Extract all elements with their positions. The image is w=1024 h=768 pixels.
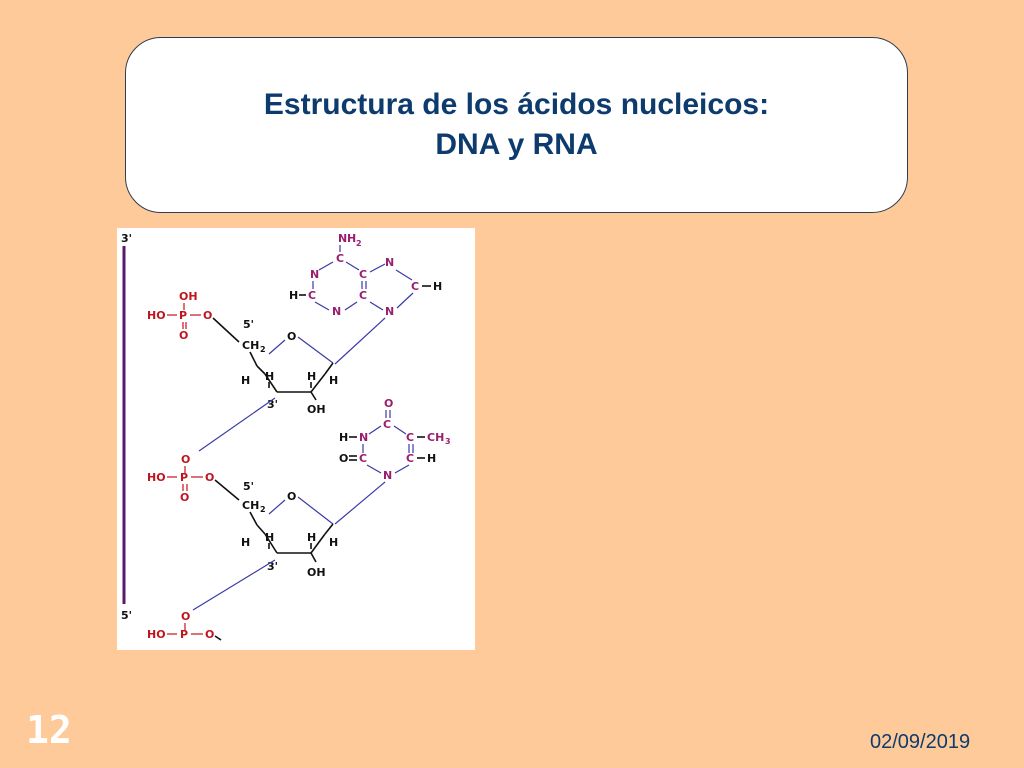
sugar2-three-prime: 3' xyxy=(267,560,278,573)
adenine-c-right: C xyxy=(411,280,419,293)
thymine-h-right: H xyxy=(427,452,436,465)
phosphate2-p: P xyxy=(180,471,188,484)
structure-drawing: 3' 5' N H 2 C N C N H C C C H xyxy=(121,232,451,641)
strand-label-bottom: 5' xyxy=(121,609,132,622)
sugar1-ch2-sub: 2 xyxy=(260,345,266,354)
phosphate1-ho: HO xyxy=(147,309,166,322)
slide-date: 02/09/2019 xyxy=(870,731,971,753)
adenine-h-left: H xyxy=(289,289,298,302)
phosphate2-o-top: O xyxy=(181,453,190,466)
sugar1-h1: H xyxy=(241,374,250,387)
sugar1-three-prime: 3' xyxy=(267,398,278,411)
thymine-c-right: C xyxy=(406,431,414,444)
sugar1-h3: H xyxy=(307,370,316,383)
sugar1-five-prime: 5' xyxy=(243,318,254,331)
adenine-c-top: C xyxy=(336,252,344,265)
sugar-2: 5' O CH 2 H H H H 3' OH xyxy=(241,480,338,579)
sugar2-h3: H xyxy=(307,531,316,544)
sugar1-h2: H xyxy=(265,370,274,383)
adenine-n-ring-right: N xyxy=(385,256,394,269)
sugar2-ch2: CH xyxy=(242,499,259,512)
phosphate-group-1: OH HO P O O xyxy=(147,290,212,342)
sugar2-ch2-sub: 2 xyxy=(260,505,266,514)
adenine-c-center: C xyxy=(359,289,367,302)
sugar-1: 5' O CH 2 H H H H 3' OH xyxy=(241,318,338,416)
phosphate3-o-right: O xyxy=(205,628,214,641)
sugar2-o-ring: O xyxy=(287,490,296,503)
nh2-h: H xyxy=(347,232,356,245)
phosphate-group-2: O HO P O O xyxy=(147,453,214,504)
phosphate3-o-top: O xyxy=(181,610,190,623)
thymine-base: O H N C C CH 3 O C C H N xyxy=(339,397,451,482)
nh2-n: N xyxy=(338,232,347,245)
nucleic-acid-structure-figure: 3' 5' N H 2 C N C N H C C C H xyxy=(117,228,475,650)
sugar2-five-prime: 5' xyxy=(243,480,254,493)
sugar2-oh: OH xyxy=(307,566,326,579)
sugar2-h1: H xyxy=(241,536,250,549)
adenine-n-bottom: N xyxy=(332,305,341,318)
slide-title-line-2: DNA y RNA xyxy=(435,128,598,161)
thymine-h-n: H xyxy=(339,431,348,444)
phosphate-group-3: O HO P O xyxy=(147,610,222,641)
phosphate2-ho: HO xyxy=(147,471,166,484)
phosphate2-o-bottom: O xyxy=(180,491,189,504)
adenine-n-left: N xyxy=(310,268,319,281)
sugar1-oh: OH xyxy=(307,403,326,416)
sugar1-o-ring: O xyxy=(287,330,296,343)
thymine-c-top: C xyxy=(383,418,391,431)
phosphate3-p: P xyxy=(180,628,188,641)
adenine-n-bottom-right: N xyxy=(385,305,394,318)
sugar2-h4: H xyxy=(329,536,338,549)
thymine-ch3-sub: 3 xyxy=(445,437,451,446)
adenine-base: N H 2 C N C N H C C C H N xyxy=(289,232,442,318)
title-box: Estructura de los ácidos nucleicos: DNA … xyxy=(125,37,908,213)
adenine-c-left: C xyxy=(308,289,316,302)
phosphate1-o-bottom: O xyxy=(179,329,188,342)
thymine-o-top: O xyxy=(384,397,393,410)
adenine-h-right: H xyxy=(433,280,442,293)
phosphate1-o-right: O xyxy=(203,309,212,322)
thymine-n-left: N xyxy=(359,431,368,444)
thymine-ch3: CH xyxy=(427,431,444,444)
phosphate3-ho: HO xyxy=(147,628,166,641)
sugar1-h4: H xyxy=(329,374,338,387)
adenine-c-mid-right: C xyxy=(359,268,367,281)
thymine-o-left: O xyxy=(339,452,348,465)
sugar2-h2: H xyxy=(265,531,274,544)
phosphate1-p: P xyxy=(179,309,187,322)
strand-label-top: 3' xyxy=(121,232,132,245)
slide-title-line-1: Estructura de los ácidos nucleicos: xyxy=(263,88,770,121)
slide-number: 12 xyxy=(26,708,72,752)
phosphate2-o-right: O xyxy=(205,471,214,484)
phosphate1-oh: OH xyxy=(179,290,198,303)
thymine-n-bottom: N xyxy=(383,469,392,482)
sugar1-ch2: CH xyxy=(242,339,259,352)
nh2-sub: 2 xyxy=(356,239,362,248)
thymine-c-right2: C xyxy=(406,452,414,465)
thymine-c-left: C xyxy=(359,452,367,465)
